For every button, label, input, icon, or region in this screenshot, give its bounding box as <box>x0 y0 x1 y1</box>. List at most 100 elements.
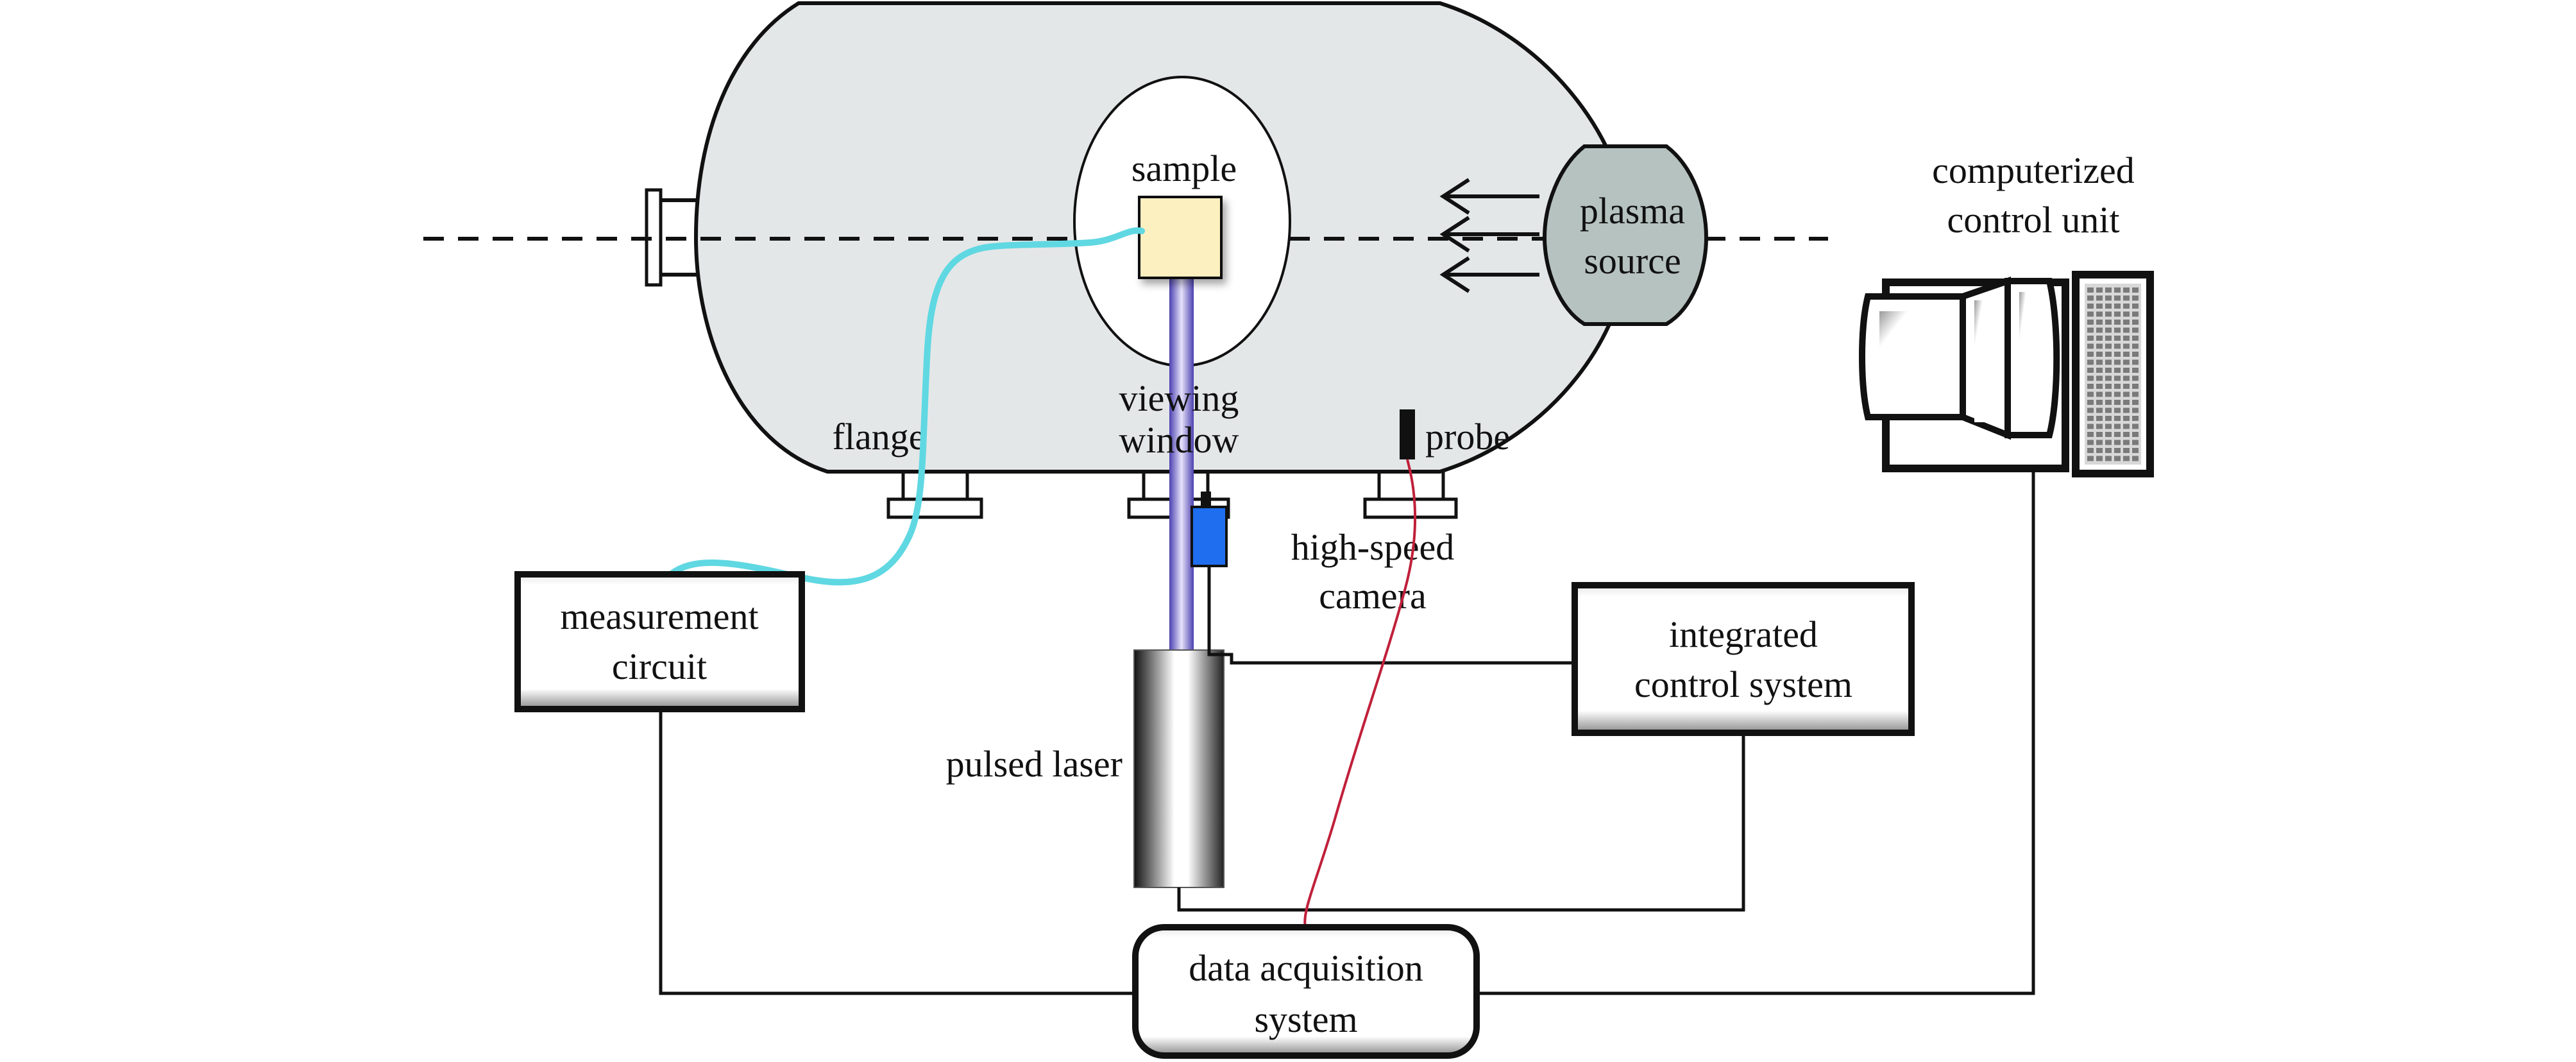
keyboard-key <box>2087 432 2094 437</box>
control-wiring <box>659 468 2035 995</box>
keyboard-key <box>2096 304 2103 309</box>
integrated-control-system-label-line1: integrated <box>1669 613 1818 655</box>
keyboard-key <box>2096 359 2103 365</box>
keyboard-key <box>2132 407 2139 413</box>
keyboard-key <box>2132 320 2139 325</box>
measurement-circuit-label-line1: measurement <box>560 595 758 637</box>
data-acquisition-system-label-line2: system <box>1254 998 1357 1040</box>
keyboard-key <box>2114 456 2121 461</box>
computerized-control-unit-label-line1: computerized <box>1932 150 2135 191</box>
keyboard-key <box>2087 343 2094 349</box>
keyboard-key <box>2132 368 2139 373</box>
keyboard-key <box>2087 311 2094 317</box>
keyboard-key <box>2123 336 2130 341</box>
keyboard-key <box>2105 359 2112 365</box>
keyboard-key <box>2132 391 2139 397</box>
probe <box>1400 409 1415 459</box>
integrated-control-system-label-line2: control system <box>1634 664 1852 705</box>
keyboard-key <box>2096 336 2103 341</box>
flange-label: flange <box>833 416 926 458</box>
plasma-source-label-line2: source <box>1584 240 1681 282</box>
keyboard-key <box>2114 400 2121 405</box>
probe-label: probe <box>1425 416 1510 458</box>
viewing-window-label-line1: viewing <box>1119 377 1239 419</box>
keyboard-key <box>2114 440 2121 445</box>
keyboard-key <box>2087 416 2094 421</box>
keyboard-key <box>2123 368 2130 373</box>
keyboard-key <box>2105 368 2112 373</box>
keyboard-key <box>2087 400 2094 405</box>
keyboard-key <box>2105 456 2112 461</box>
keyboard-key <box>2132 448 2139 453</box>
keyboard-key <box>2123 375 2130 381</box>
left-arrow-icon <box>1439 216 1539 253</box>
desktop-computer-icon <box>1859 277 2069 472</box>
pulsed-laser <box>1133 649 1224 888</box>
keyboard-key <box>2105 416 2112 421</box>
keyboard-key <box>2096 407 2103 413</box>
keyboard-key <box>2105 287 2112 293</box>
keyboard-key <box>2132 327 2139 333</box>
keyboard-key <box>2096 311 2103 317</box>
plasma-source <box>1542 144 1709 326</box>
keyboard-key <box>2096 343 2103 349</box>
keyboard-key <box>2087 375 2094 381</box>
keyboard-key <box>2132 440 2139 445</box>
high-speed-camera-label-line1: high-speed <box>1291 526 1455 568</box>
keyboard-key <box>2114 391 2121 397</box>
keyboard-key <box>2123 440 2130 445</box>
keyboard-key <box>2132 295 2139 301</box>
keyboard-key <box>2096 416 2103 421</box>
keyboard-key <box>2114 304 2121 309</box>
keyboard-key <box>2132 304 2139 309</box>
keyboard-key <box>2114 336 2121 341</box>
keyboard-key <box>2132 416 2139 421</box>
keyboard-key <box>2096 424 2103 429</box>
keyboard-key <box>2132 432 2139 437</box>
keyboard-key <box>2087 327 2094 333</box>
keyboard-key <box>2096 375 2103 381</box>
keyboard-key <box>2087 456 2094 461</box>
keyboard-key <box>2105 391 2112 397</box>
keyboard-key <box>2132 343 2139 349</box>
keyboard-key <box>2087 448 2094 453</box>
keyboard-key <box>2105 311 2112 317</box>
keyboard-key <box>2123 359 2130 365</box>
keyboard-key <box>2114 359 2121 365</box>
measurement-circuit-box: measurement circuit <box>514 571 805 712</box>
keyboard-key <box>2105 343 2112 349</box>
keyboard-key <box>2132 456 2139 461</box>
fiber-optic-cable <box>657 227 1145 586</box>
keyboard-key <box>2105 407 2112 413</box>
keyboard-icon <box>2072 271 2154 477</box>
keyboard-key <box>2123 304 2130 309</box>
data-acquisition-system-box: data acquisition system <box>1132 924 1480 1059</box>
keyboard-key <box>2123 320 2130 325</box>
keyboard-key <box>2123 287 2130 293</box>
sample-label: sample <box>1131 148 1237 189</box>
keyboard-key <box>2105 384 2112 389</box>
keyboard-key <box>2123 384 2130 389</box>
keyboard-key <box>2105 440 2112 445</box>
keyboard-key <box>2087 424 2094 429</box>
keyboard-key <box>2114 327 2121 333</box>
measurement-circuit-label-line2: circuit <box>612 646 707 687</box>
keyboard-key <box>2096 400 2103 405</box>
keyboard-key <box>2096 295 2103 301</box>
keyboard-key <box>2114 295 2121 301</box>
keyboard-key <box>2087 391 2094 397</box>
keyboard-key <box>2105 320 2112 325</box>
keyboard-key <box>2087 384 2094 389</box>
keyboard-key <box>2105 424 2112 429</box>
integrated-control-system-box: integrated control system <box>1572 582 1915 736</box>
keyboard-key <box>2096 384 2103 389</box>
keyboard-key <box>2114 368 2121 373</box>
keyboard-key <box>2132 375 2139 381</box>
keyboard-key <box>2123 448 2130 453</box>
keyboard-key <box>2105 432 2112 437</box>
keyboard-key <box>2123 407 2130 413</box>
keyboard-key <box>2087 295 2094 301</box>
keyboard-key <box>2123 400 2130 405</box>
keyboard-key <box>2087 304 2094 309</box>
keyboard-key <box>2105 295 2112 301</box>
